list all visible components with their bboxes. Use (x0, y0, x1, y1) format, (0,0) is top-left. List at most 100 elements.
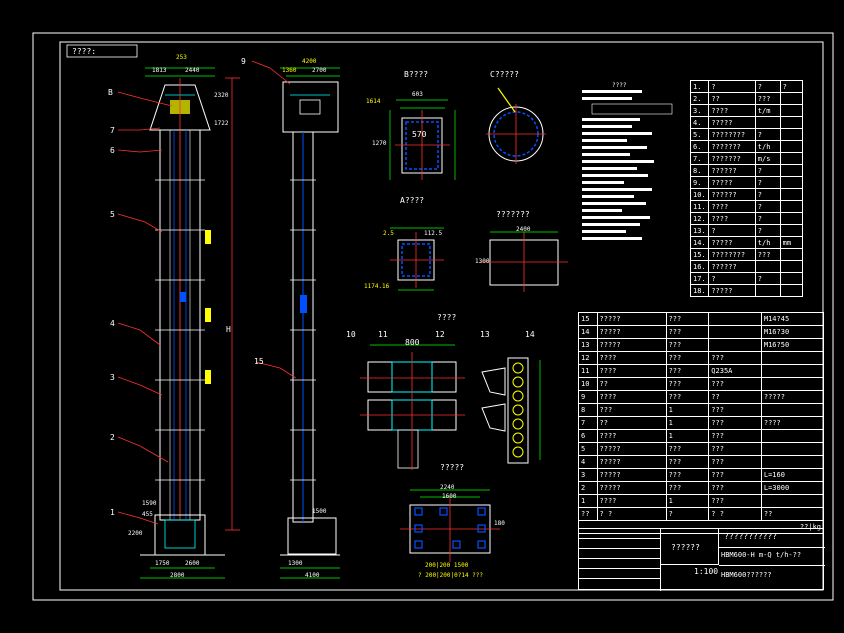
parameter-cell: 15. (689, 248, 710, 261)
dim-2200: 2200 (128, 530, 143, 537)
dim-1722: 1722 (214, 120, 229, 127)
parameter-cell: ? (754, 188, 781, 201)
parts-cell: L=3000 (760, 481, 825, 495)
parts-row: 10???????? (578, 377, 825, 391)
dim-h: H (226, 325, 231, 334)
parameter-cell: 3. (689, 104, 710, 117)
parts-row: 13????????M16?50 (578, 338, 825, 352)
parameter-cell: ? (754, 200, 781, 213)
parts-cell: 10 (578, 377, 598, 391)
parts-header-cell: ? ? (708, 507, 762, 521)
view-b (389, 99, 456, 180)
parameter-row: 15.??????????? (689, 248, 804, 261)
dim-2600: 2600 (185, 560, 200, 567)
dim-1600: 1600 (442, 493, 457, 500)
parameter-cell (779, 272, 804, 285)
parts-cell: ???? (596, 390, 667, 404)
parameter-cell: ?????? (708, 260, 756, 273)
parts-cell: ?? (708, 390, 762, 404)
parameter-cell: ? (754, 128, 781, 141)
parameter-cell: ? (779, 80, 804, 93)
parameter-row: 11.????? (689, 200, 804, 213)
view-a-title: A???? (400, 196, 425, 205)
view-a (390, 227, 444, 291)
parts-row: 7??1??????? (578, 416, 825, 430)
parameter-cell: ??????? (708, 152, 756, 165)
callout-10: 10 (346, 330, 356, 339)
parts-cell: M16?50 (760, 338, 825, 352)
parameter-cell: ????? (708, 116, 756, 129)
parameter-cell: 14. (689, 236, 710, 249)
parameter-cell: ?????? (708, 188, 756, 201)
parameter-cell: ????? (708, 284, 756, 297)
parameter-cell: ? (754, 176, 781, 189)
callout-2: 2 (110, 433, 115, 442)
dim-2800: 2800 (170, 572, 185, 579)
parameter-cell: 5. (689, 128, 710, 141)
parameter-cell: 16. (689, 260, 710, 273)
parts-cell (708, 325, 762, 339)
parts-cell: 11 (578, 364, 598, 378)
parts-cell: ????? (596, 481, 667, 495)
parameter-cell: 12. (689, 212, 710, 225)
dim-455: 455 (142, 511, 153, 518)
parts-cell: ?? (596, 377, 667, 391)
parts-cell: Q235A (708, 364, 762, 378)
parts-cell: 12 (578, 351, 598, 365)
parts-cell (760, 364, 825, 378)
parameter-cell: 17. (689, 272, 710, 285)
parts-header-cell: ? (665, 507, 710, 521)
dim-2240: 2240 (440, 484, 455, 491)
view-detail (360, 344, 541, 470)
parts-cell: 1 (665, 494, 710, 508)
parameter-cell: ??? (754, 248, 781, 261)
parts-cell: L=160 (760, 468, 825, 482)
parts-cell: 6 (578, 429, 598, 443)
parameter-row: 13.?? (689, 224, 804, 237)
callout-9: 9 (241, 57, 246, 66)
parts-cell: ??? (665, 338, 710, 352)
parts-cell: ??? (665, 468, 710, 482)
view-foundation-title: ????? (440, 463, 465, 472)
parameter-cell (779, 92, 804, 105)
parameter-cell: 8. (689, 164, 710, 177)
parameter-cell: 13. (689, 224, 710, 237)
parameter-cell: ???? (708, 104, 756, 117)
dim-1614: 1614 (366, 98, 381, 105)
parameter-cell (779, 188, 804, 201)
parts-cell: ?? (596, 416, 667, 430)
dim-1500: 1500 (312, 508, 327, 515)
parts-cell: ??? (665, 364, 710, 378)
parts-cell: ????? (596, 468, 667, 482)
parts-row: 9?????????????? (578, 390, 825, 404)
title-model-name: HBM600?????? (721, 571, 772, 579)
parts-cell: ??? (665, 442, 710, 456)
parts-cell: ??? (708, 403, 762, 417)
parts-header-cell: ?? (760, 507, 825, 521)
parameter-cell: ????? (708, 236, 756, 249)
callout-15: 15 (254, 357, 264, 366)
parts-cell: ??? (708, 416, 762, 430)
parameter-cell (779, 260, 804, 273)
parameter-cell: 9. (689, 176, 710, 189)
parameter-cell: 7. (689, 152, 710, 165)
parts-cell: 1 (665, 416, 710, 430)
parts-row: 11???????Q235A (578, 364, 825, 378)
parts-row: 6????1??? (578, 429, 825, 443)
parameter-cell: ???? (708, 212, 756, 225)
callout-14: 14 (525, 330, 535, 339)
parts-row: 2???????????L=3000 (578, 481, 825, 495)
parts-cell: ????? (596, 338, 667, 352)
parameter-cell: ? (754, 224, 781, 237)
parameter-row: 1.??? (689, 80, 804, 93)
elevator-side-view (251, 60, 340, 579)
parameter-cell: 2. (689, 92, 710, 105)
parts-cell: M14?45 (760, 312, 825, 326)
title-scale: 1:100 (694, 567, 719, 576)
parameter-cell (779, 176, 804, 189)
dim-112-5: 112.5 (424, 230, 443, 237)
parts-cell: 1 (578, 494, 598, 508)
